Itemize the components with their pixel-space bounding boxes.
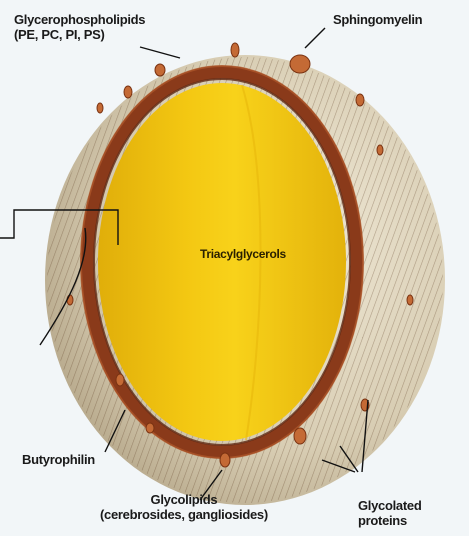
glycolipids-label: Glycolipids (cerebrosides, gangliosides) (100, 492, 268, 522)
glycolated-proteins-label-line1: Glycolated (358, 498, 421, 513)
glycerophospholipids-label: Glycerophospholipids (PE, PC, PI, PS) (14, 12, 145, 42)
glycolated-proteins-label: Glycolated proteins (358, 498, 421, 528)
butyrophilin-label: Butyrophilin (22, 452, 95, 467)
glycerophospholipids-label-line1: Glycerophospholipids (14, 12, 145, 27)
triacylglycerols-label: Triacylglycerols (200, 247, 286, 262)
sphingomyelin-pointer (305, 28, 325, 48)
glycerophospholipids-pointer (140, 47, 180, 58)
glycolipids-label-line1: Glycolipids (100, 492, 268, 507)
triacylglycerol-core (98, 83, 346, 441)
glycerophospholipids-label-line2: (PE, PC, PI, PS) (14, 27, 145, 42)
glycolipids-label-line2: (cerebrosides, gangliosides) (100, 507, 268, 522)
sphingomyelin-label: Sphingomyelin (333, 12, 422, 27)
glycolated-proteins-label-line2: proteins (358, 513, 421, 528)
